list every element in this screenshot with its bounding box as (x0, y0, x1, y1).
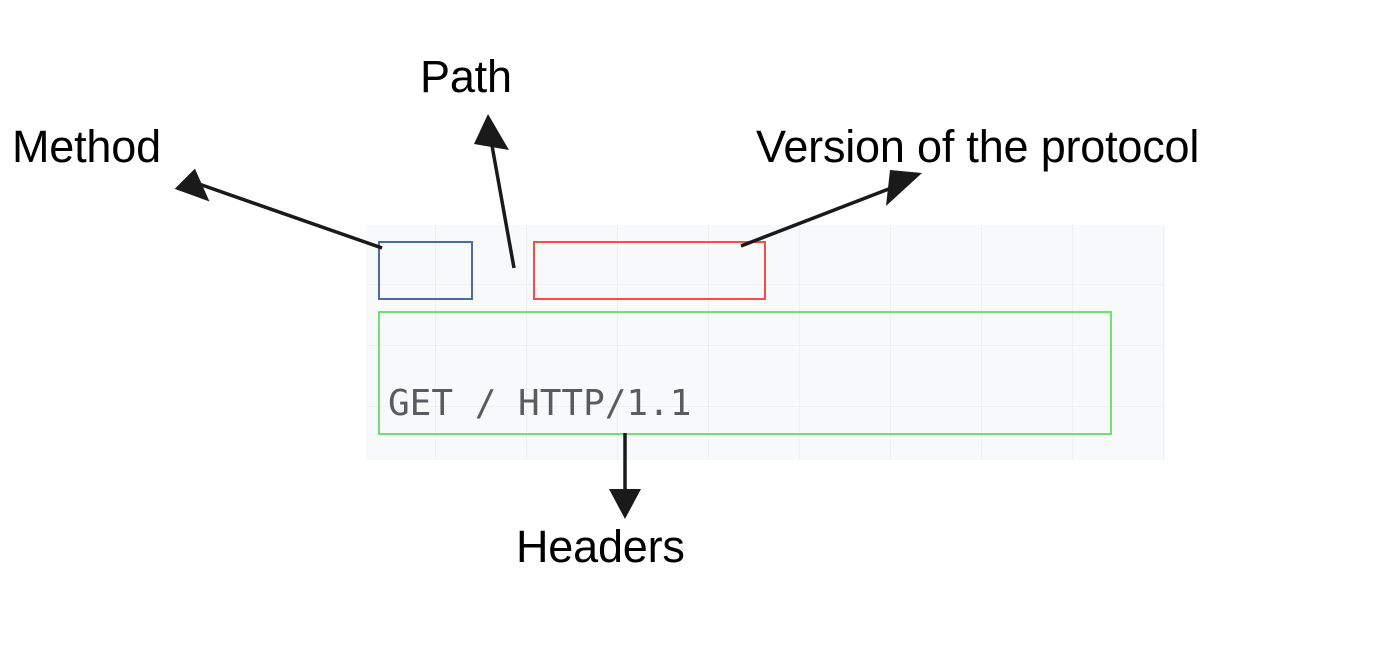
annotation-label-method: Method (12, 121, 161, 172)
annotation-label-version: Version of the protocol (756, 121, 1200, 172)
highlight-box-headers (378, 311, 1112, 435)
annotation-label-path: Path (420, 51, 512, 102)
highlight-box-method (378, 241, 473, 300)
method-arrow-icon (174, 168, 383, 250)
code-lines: GET / HTTP/1.1 Host: developer.mozilla.o… (388, 251, 973, 460)
highlight-box-version (533, 241, 766, 300)
annotation-label-headers: Headers (516, 521, 685, 572)
code-line-request: GET / HTTP/1.1 (388, 383, 692, 424)
